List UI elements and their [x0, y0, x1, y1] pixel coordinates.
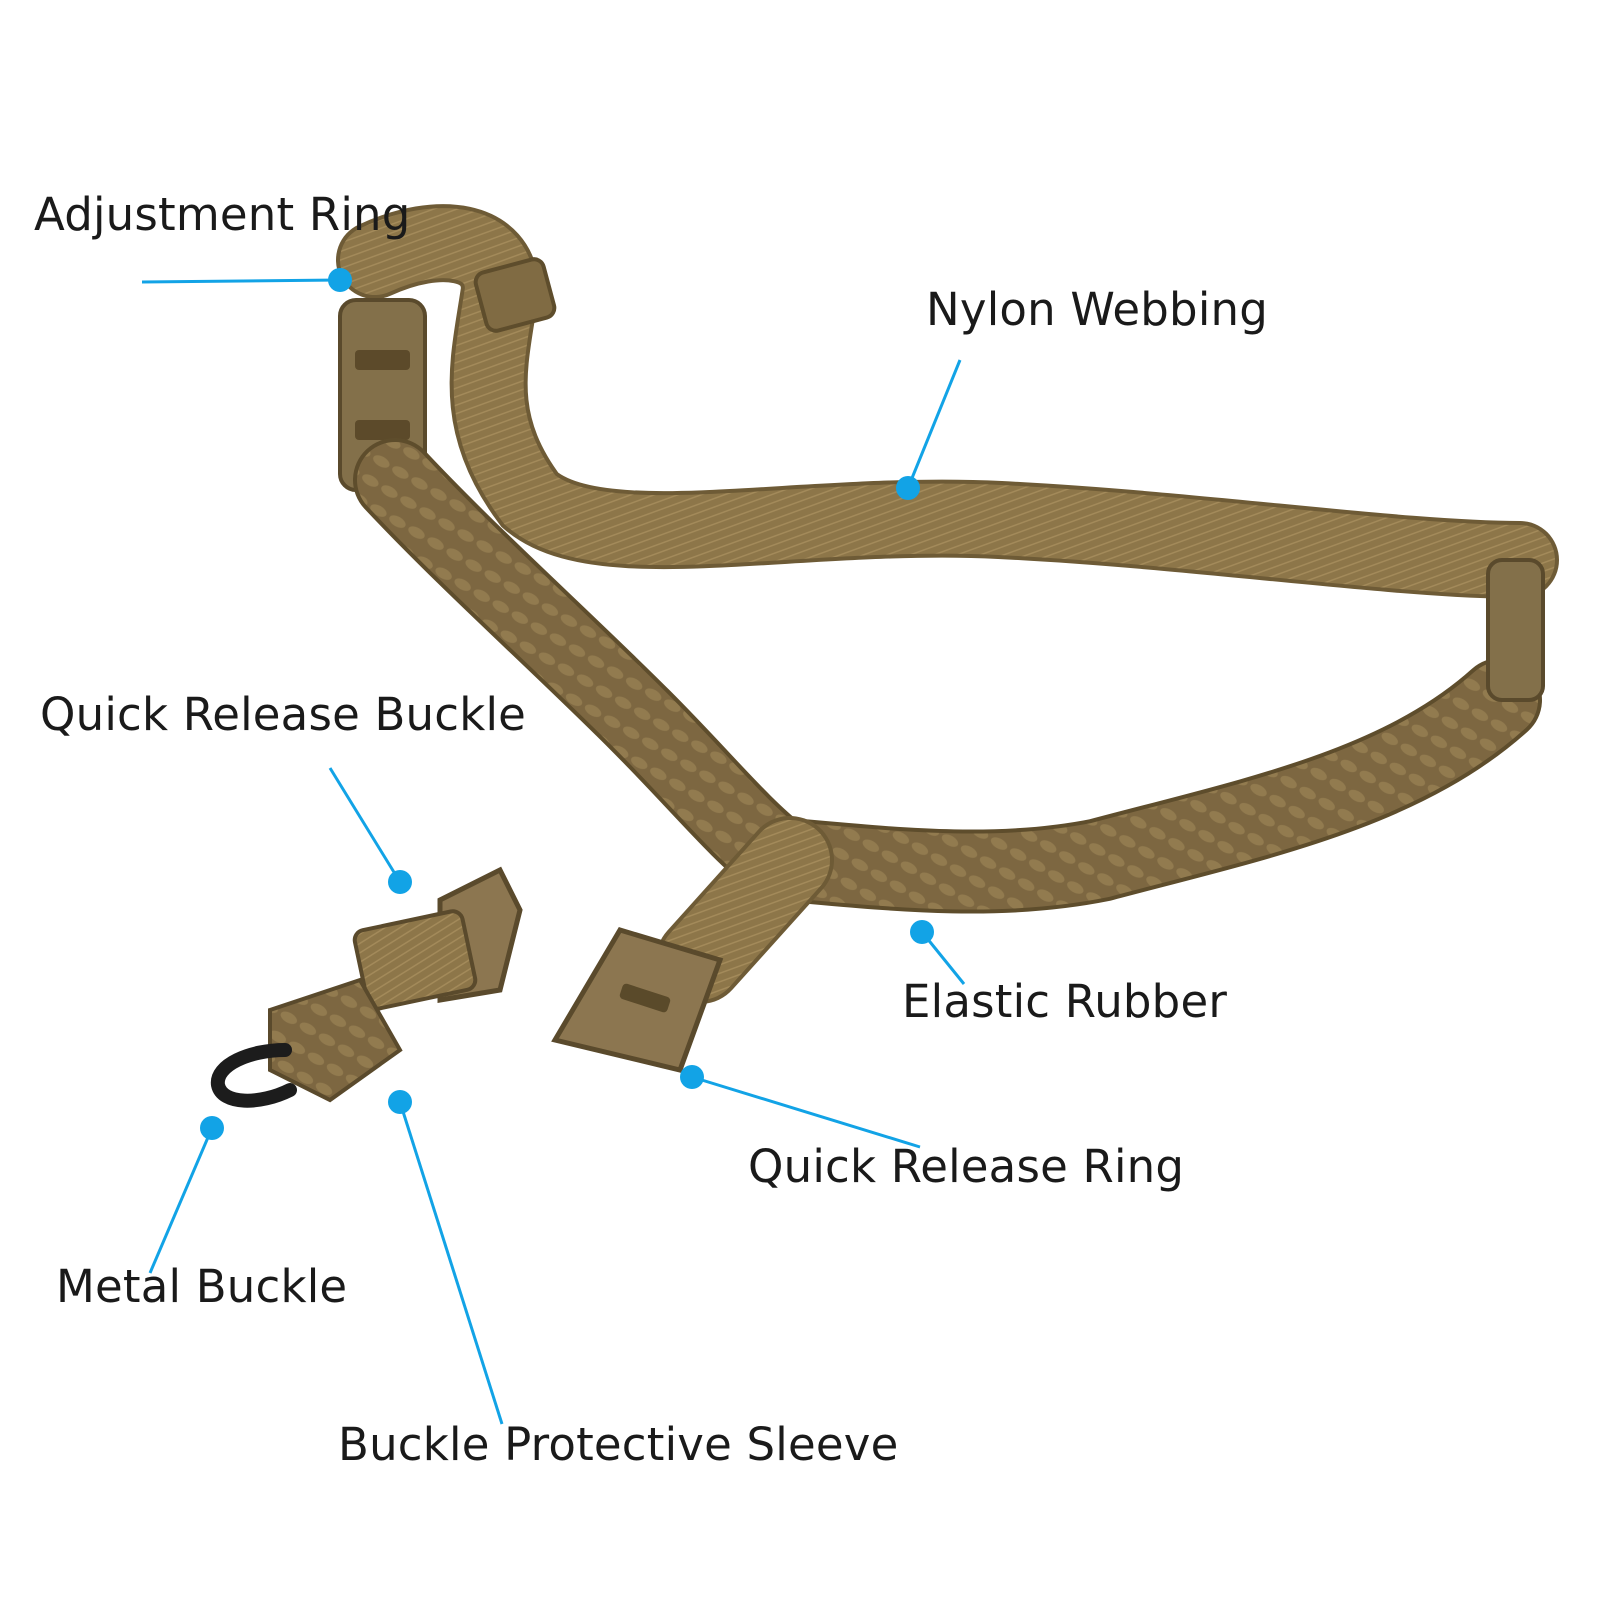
adjustment-ring-leader-line [141, 278, 341, 284]
adjustment-slider [473, 257, 557, 333]
label-buckle-protective-sleeve: Buckle Protective Sleeve [338, 1418, 899, 1471]
adjustment-ring-dot [328, 268, 352, 292]
quick-release-buckle-dot [388, 870, 412, 894]
label-adjustment-ring: Adjustment Ring [34, 188, 411, 241]
buckle-protective-sleeve-leader-line [398, 1101, 504, 1425]
label-quick-release-buckle: Quick Release Buckle [40, 688, 527, 741]
nylon-webbing-leader-line [906, 359, 962, 489]
metal-buckle-leader-line [148, 1127, 214, 1274]
label-elastic-rubber: Elastic Rubber [902, 975, 1228, 1028]
quick-release-ring-leader-line [691, 1075, 921, 1149]
nylon-webbing-dot [896, 476, 920, 500]
buckle-protective-sleeve [268, 977, 403, 1103]
quick-release-ring-dot [680, 1065, 704, 1089]
elastic-rubber-dot [910, 920, 934, 944]
label-metal-buckle: Metal Buckle [56, 1260, 348, 1313]
label-nylon-webbing: Nylon Webbing [926, 283, 1269, 336]
buckle-webbing-tab [352, 909, 478, 1011]
metal-buckle-dot [200, 1116, 224, 1140]
metal-buckle-hook [210, 1043, 297, 1108]
label-quick-release-ring: Quick Release Ring [748, 1140, 1185, 1193]
quick-release-buckle-leader-line [328, 767, 402, 883]
buckle-protective-sleeve-dot [388, 1090, 412, 1114]
right-end-buckle [1486, 558, 1545, 702]
